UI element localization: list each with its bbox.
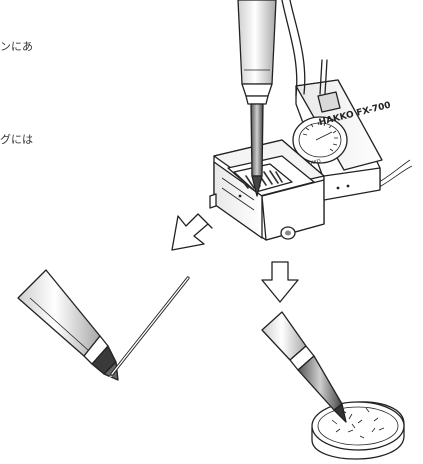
cropped-caption-2: グには xyxy=(0,133,33,146)
arrow-down-icon xyxy=(261,261,299,303)
cropped-caption-1: ンにあ xyxy=(0,40,33,53)
temperature-dial-icon xyxy=(292,116,348,164)
soldering-iron-tip-icon xyxy=(17,269,119,381)
cleaning-sponge-icon xyxy=(233,163,293,193)
station-sub-label: HAKKO xyxy=(303,158,321,167)
soldering-station-icon: HAKKO FX-700 HAKKO xyxy=(209,0,413,241)
soldering-iron-icon xyxy=(237,0,277,197)
soldering-iron-cleaning-icon xyxy=(261,311,347,423)
arrow-down-left-icon xyxy=(171,213,213,251)
cleaning-dish-icon xyxy=(311,401,405,460)
solder-wire-icon xyxy=(110,276,190,376)
